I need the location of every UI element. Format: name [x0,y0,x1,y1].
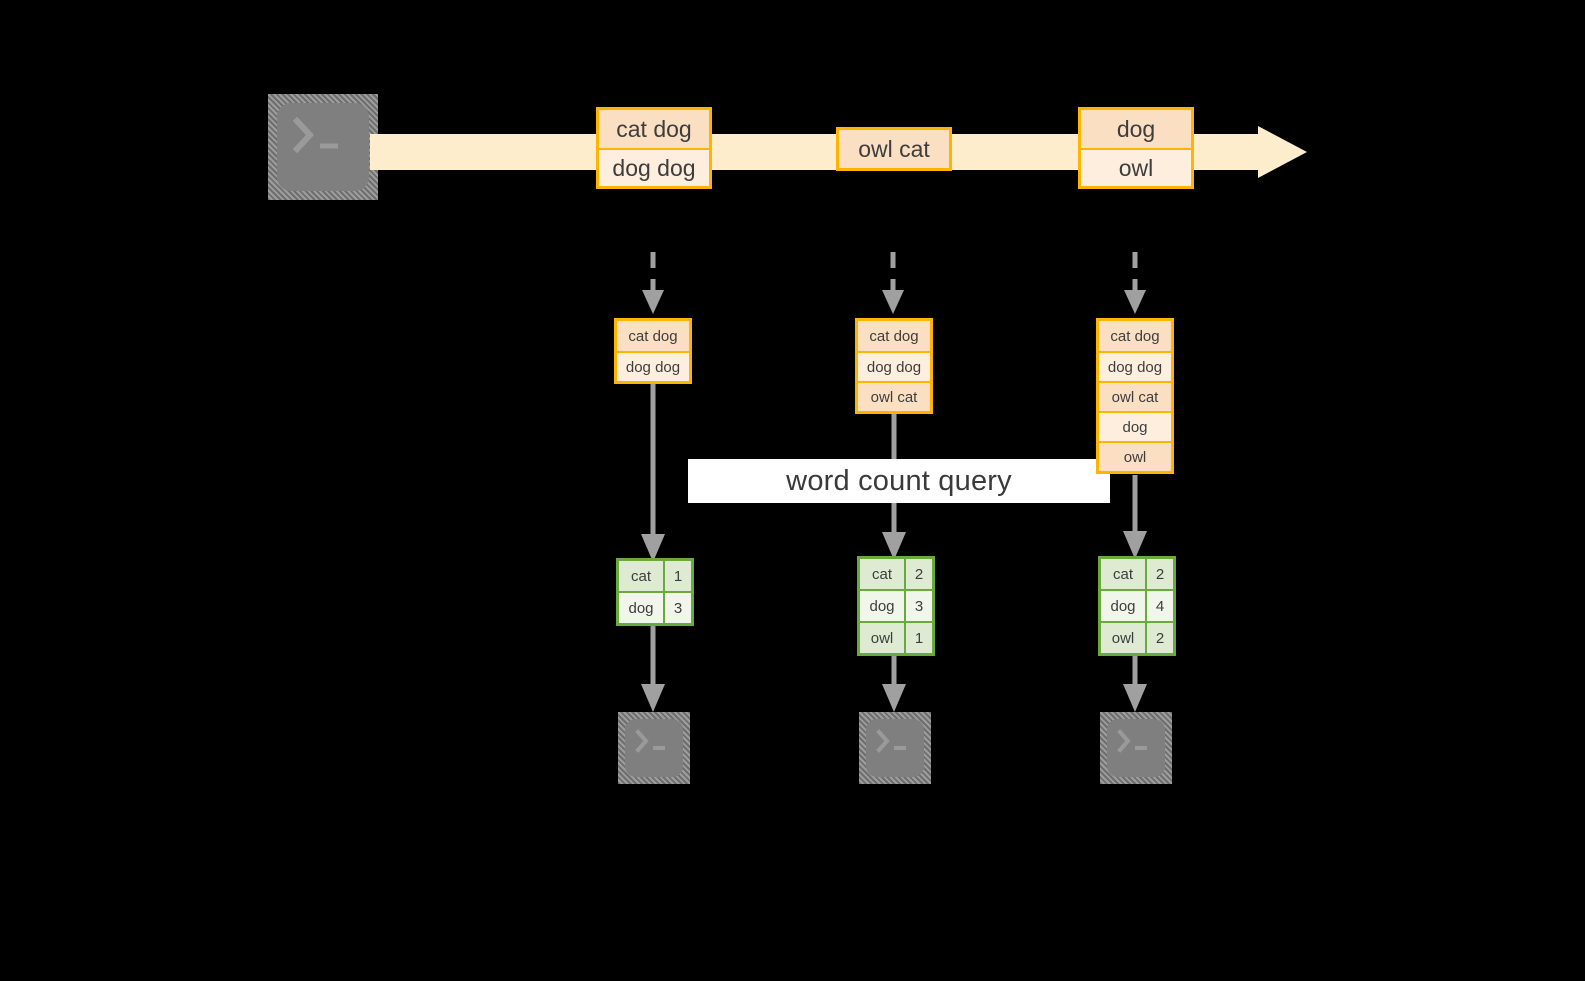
sink-terminal-3[interactable] [1100,712,1172,784]
arrow-result-1-to-sink-1 [640,622,666,714]
buffer-3-row-5: owl [1099,441,1171,471]
result-3-row-2: dog 4 [1101,589,1173,621]
sink-terminal-1[interactable] [618,712,690,784]
result-2-value-2: 3 [904,591,932,621]
result-3-row-1: cat 2 [1101,559,1173,589]
terminal-prompt-icon [859,712,931,784]
result-2-row-3: owl 1 [860,621,932,653]
buffer-3-row-4: dog [1099,411,1171,441]
result-2-key-1: cat [860,559,904,589]
arrow-result-2-to-sink-2 [881,652,907,714]
query-label-band: word count query [688,459,1110,503]
result-2-key-2: dog [860,591,904,621]
result-3-value-3: 2 [1145,623,1173,653]
buffer-stack-1[interactable]: cat dog dog dog [614,318,692,384]
terminal-prompt-icon [268,94,378,200]
result-1-key-1: cat [619,561,663,591]
buffer-1-row-2: dog dog [617,351,689,381]
stream-message-3[interactable]: dog owl [1078,107,1194,189]
result-1-row-2: dog 3 [619,591,691,623]
query-label-text: word count query [786,464,1012,497]
stream-message-2[interactable]: owl cat [836,127,952,171]
buffer-stack-2[interactable]: cat dog dog dog owl cat [855,318,933,414]
result-table-3[interactable]: cat 2 dog 4 owl 2 [1098,556,1176,656]
result-2-value-1: 2 [904,559,932,589]
stream-message-1[interactable]: cat dog dog dog [596,107,712,189]
terminal-prompt-icon [618,712,690,784]
result-1-key-2: dog [619,593,663,623]
result-1-value-1: 1 [663,561,691,591]
sink-terminal-2[interactable] [859,712,931,784]
dashed-arrow-to-buffer-2 [878,252,908,318]
result-3-row-3: owl 2 [1101,621,1173,653]
result-2-value-3: 1 [904,623,932,653]
stream-message-1-row-2: dog dog [599,148,709,186]
arrow-buffer-1-to-result-1 [640,382,666,564]
buffer-2-row-3: owl cat [858,381,930,411]
buffer-3-row-2: dog dog [1099,351,1171,381]
result-3-value-1: 2 [1145,559,1173,589]
result-1-value-2: 3 [663,593,691,623]
result-2-key-3: owl [860,623,904,653]
result-table-1[interactable]: cat 1 dog 3 [616,558,694,626]
result-2-row-2: dog 3 [860,589,932,621]
arrow-buffer-3-to-result-3 [1122,475,1148,561]
result-3-key-2: dog [1101,591,1145,621]
source-terminal-icon[interactable] [268,94,378,200]
stream-message-3-row-2: owl [1081,148,1191,186]
buffer-3-row-3: owl cat [1099,381,1171,411]
buffer-stack-3[interactable]: cat dog dog dog owl cat dog owl [1096,318,1174,474]
result-1-row-1: cat 1 [619,561,691,591]
stream-message-1-row-1: cat dog [599,110,709,148]
dashed-arrow-to-buffer-1 [638,252,668,318]
result-3-value-2: 4 [1145,591,1173,621]
arrow-result-3-to-sink-3 [1122,652,1148,714]
buffer-2-row-1: cat dog [858,321,930,351]
buffer-3-row-1: cat dog [1099,321,1171,351]
dashed-arrow-to-buffer-3 [1120,252,1150,318]
buffer-1-row-1: cat dog [617,321,689,351]
terminal-prompt-icon [1100,712,1172,784]
result-table-2[interactable]: cat 2 dog 3 owl 1 [857,556,935,656]
stream-message-3-row-1: dog [1081,110,1191,148]
buffer-2-row-2: dog dog [858,351,930,381]
result-3-key-3: owl [1101,623,1145,653]
result-3-key-1: cat [1101,559,1145,589]
stream-message-2-row-1: owl cat [839,130,949,168]
result-2-row-1: cat 2 [860,559,932,589]
